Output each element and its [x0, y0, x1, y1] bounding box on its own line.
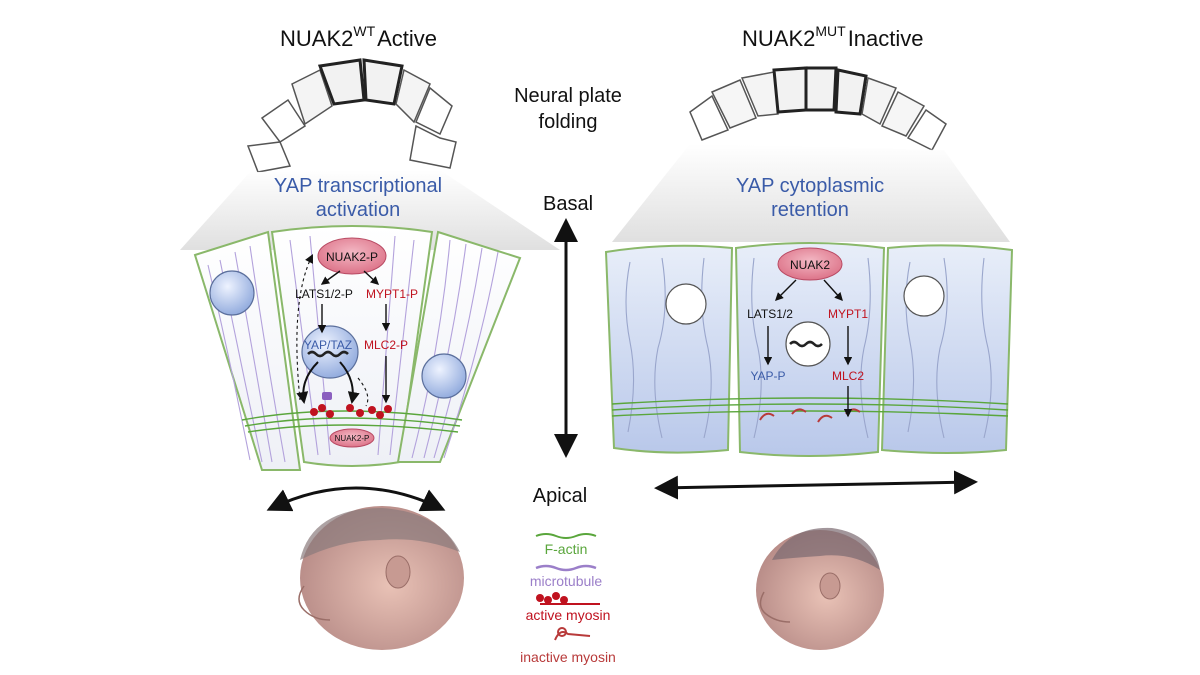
zoom-fan	[180, 170, 560, 250]
axis-bottom-label: Apical	[533, 485, 587, 507]
legend: F-actin microtubule active myosin inacti…	[520, 533, 616, 665]
cell-right-left	[604, 244, 734, 454]
cell-left-outer	[193, 230, 302, 471]
right-straight-arrow	[654, 470, 978, 500]
cell-center-active	[270, 225, 434, 467]
right-mlc-label: MLC2	[832, 369, 864, 383]
right-caption-line1: YAP cytoplasmic	[736, 175, 884, 197]
right-mypt-label: MYPT1	[828, 307, 868, 321]
baby-head-right	[756, 527, 884, 650]
right-panel: NUAK2MUTInactive YAP cytoplasmic retenti…	[604, 23, 1014, 650]
cell-right-right	[880, 244, 1014, 454]
right-title: NUAK2MUTInactive	[742, 23, 924, 51]
legend-active-myosin-swatch	[536, 592, 600, 605]
zoom-fan-right	[612, 144, 1010, 242]
legend-f-actin-label: F-actin	[545, 541, 588, 557]
neural-plate-folded	[246, 58, 457, 173]
legend-inactive-myosin-label: inactive myosin	[520, 649, 616, 665]
legend-microtubule-label: microtubule	[530, 573, 603, 589]
left-curved-arrow	[266, 486, 446, 512]
left-caption-line1: YAP transcriptional	[274, 175, 442, 197]
left-panel: NUAK2WTActive YAP transcriptional activa…	[180, 23, 560, 650]
neural-plate-flat	[689, 66, 947, 151]
apical-actin-belt-right	[611, 397, 1009, 417]
pathway-left: NUAK2-P LATS1/2-P MYPT1-P YAP/TAZ MLC2-P…	[295, 237, 418, 448]
axis-top-label: Basal	[543, 193, 593, 215]
process-line1: Neural plate	[514, 85, 622, 107]
left-mlc-label: MLC2-P	[364, 338, 408, 352]
apical-actin-belt-left	[241, 410, 463, 433]
pathway-right: NUAK2 LATS1/2 MYPT1 YAP-P MLC2	[747, 247, 868, 418]
center-column: Neural plate folding Basal Apical	[514, 85, 622, 507]
cell-right-center	[734, 242, 886, 457]
right-caption-line2: retention	[771, 199, 849, 221]
left-yap-label: YAP/TAZ	[304, 338, 352, 352]
cell-right-outer	[396, 230, 522, 463]
left-caption-line2: activation	[316, 199, 401, 221]
baby-head-left	[298, 506, 464, 650]
legend-inactive-myosin-swatch	[554, 627, 591, 641]
legend-active-myosin-label: active myosin	[526, 607, 611, 623]
left-title: NUAK2WTActive	[280, 23, 437, 51]
left-apical-kinase-label: NUAK2-P	[335, 434, 370, 443]
right-lats-label: LATS1/2	[747, 307, 793, 321]
right-yap-label: YAP-P	[750, 369, 785, 383]
left-lats-label: LATS1/2-P	[295, 287, 353, 301]
left-mypt-label: MYPT1-P	[366, 287, 418, 301]
right-kinase-label: NUAK2	[790, 258, 830, 272]
legend-f-actin-swatch	[535, 533, 597, 539]
active-myosin-left	[310, 404, 392, 419]
process-line2: folding	[539, 111, 598, 133]
left-kinase-label: NUAK2-P	[326, 250, 378, 264]
legend-microtubule-swatch	[535, 564, 597, 572]
